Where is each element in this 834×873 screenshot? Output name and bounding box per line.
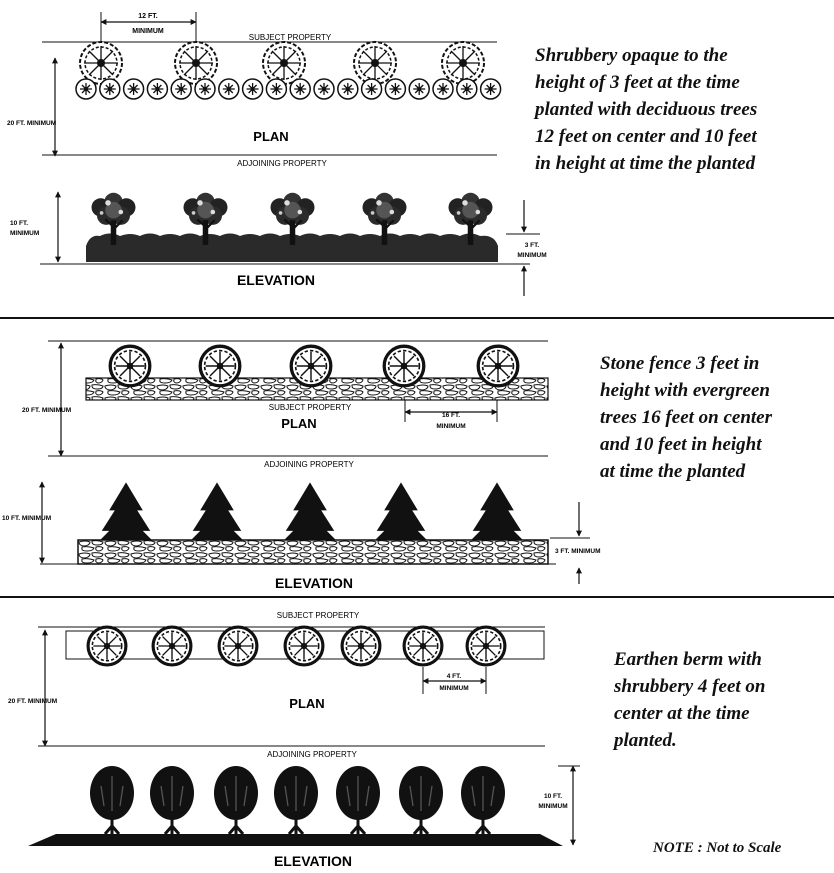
plan-tree-canopy <box>198 344 242 388</box>
plan-shrub <box>75 78 97 100</box>
plan-shrub <box>194 78 216 100</box>
plan-tree-canopy <box>289 344 333 388</box>
plan-shrub-canopy <box>217 625 259 667</box>
adjoining-property-label: ADJOINING PROPERTY <box>267 750 357 759</box>
depth-label: 20 FT. MINIMUM <box>8 698 57 705</box>
panel-2-elevation-view: 10 FT. MINIMUM 3 FT. MINIMUM ELEVATION <box>2 481 601 591</box>
panel-1-elevation-view: 10 FT. MINIMUM 3 FT. MINIMUM ELEVATION <box>10 191 547 296</box>
plan-shrub-canopy <box>86 625 128 667</box>
adjoining-property-label: ADJOINING PROPERTY <box>264 460 354 469</box>
berm-shrub <box>272 766 320 836</box>
plan-tree-row <box>79 41 485 85</box>
subject-property-label: SUBJECT PROPERTY <box>277 611 360 620</box>
evergreen-tree <box>282 482 338 548</box>
tree-height-label-line2: MINIMUM <box>10 230 39 237</box>
plan-shrub <box>313 78 335 100</box>
plan-tree-canopy <box>476 344 520 388</box>
stone-fence <box>77 539 549 565</box>
scale-note: NOTE : Not to Scale <box>653 840 782 856</box>
plan-shrub <box>146 78 169 100</box>
panel-2-description: Stone fence 3 feet in height with evergr… <box>600 353 773 482</box>
plan-tree-canopy <box>262 41 306 85</box>
plan-tree-canopy <box>108 344 152 388</box>
evergreen-tree <box>373 482 429 548</box>
plan-shrub <box>218 78 240 100</box>
earthen-berm <box>28 834 563 846</box>
berm-shrub <box>334 766 382 836</box>
evergreen-tree <box>98 482 154 548</box>
adjoining-property-label: ADJOINING PROPERTY <box>237 159 327 168</box>
plan-shrub <box>265 78 288 100</box>
panel-3: SUBJECT PROPERTY 4 FT. MINIMUM 20 FT. MI… <box>8 611 580 869</box>
elevation-label: ELEVATION <box>274 853 352 869</box>
berm-shrub <box>148 766 196 836</box>
tree-height-label: 10 FT. MINIMUM <box>2 515 51 522</box>
panel-2: SUBJECT PROPERTY 16 FT. MINIMUM 20 FT. M… <box>2 340 601 591</box>
plan-shrub <box>456 78 478 100</box>
plan-label: PLAN <box>253 129 288 144</box>
panel-3-description: Earthen berm with shrubbery 4 feet on ce… <box>614 649 766 751</box>
shrub-height-label-line1: 10 FT. <box>544 793 562 800</box>
panel-3-plan-view: SUBJECT PROPERTY 4 FT. MINIMUM 20 FT. MI… <box>8 611 545 759</box>
plan-shrub <box>360 78 383 100</box>
elevation-label: ELEVATION <box>237 272 315 288</box>
evergreen-tree <box>189 482 245 548</box>
elevation-label: ELEVATION <box>275 575 353 591</box>
plan-label: PLAN <box>289 696 324 711</box>
plan-tree-canopy <box>441 41 485 85</box>
depth-label: 20 FT. MINIMUM <box>22 407 71 414</box>
panel-1-plan-view: SUBJECT PROPERTY 12 FT. MINIMUM 20 FT. M… <box>7 12 502 168</box>
berm-shrub <box>397 766 445 836</box>
plan-tree-canopy <box>382 344 426 388</box>
tree-spacing-label-line1: 12 FT. <box>138 13 158 20</box>
plan-label: PLAN <box>281 416 316 431</box>
plan-shrub-canopy <box>465 625 507 667</box>
plan-shrub-canopy <box>151 625 193 667</box>
shrub-height-label-line2: MINIMUM <box>517 252 546 259</box>
tree-spacing-label-line2: MINIMUM <box>436 423 465 430</box>
plan-shrub <box>289 78 311 100</box>
plan-shrub <box>479 78 502 100</box>
panel-2-plan-view: SUBJECT PROPERTY 16 FT. MINIMUM 20 FT. M… <box>22 340 549 469</box>
panel-3-elevation-view: 10 FT. MINIMUM ELEVATION <box>28 765 580 869</box>
shrub-height-label-line1: 3 FT. <box>525 242 540 249</box>
tree-spacing-label-line2: MINIMUM <box>132 28 164 35</box>
tree-spacing-label-line1: 16 FT. <box>442 412 460 419</box>
shrub-height-label-line2: MINIMUM <box>538 803 567 810</box>
tree-height-label-line1: 10 FT. <box>10 220 28 227</box>
berm-shrub <box>459 766 507 836</box>
plan-shrub <box>408 78 430 100</box>
plan-shrub <box>170 78 192 100</box>
subject-property-label: SUBJECT PROPERTY <box>249 33 332 42</box>
plan-shrub-canopy <box>283 625 325 667</box>
plan-tree-canopy <box>174 41 218 85</box>
berm-shrub <box>212 766 260 836</box>
fence-height-label: 3 FT. MINIMUM <box>555 548 601 555</box>
panel-1-description: Shrubbery opaque to the height of 3 feet… <box>535 45 758 174</box>
shrub-spacing-label-line2: MINIMUM <box>439 685 468 692</box>
subject-property-label: SUBJECT PROPERTY <box>269 403 352 412</box>
plan-shrub <box>241 78 264 100</box>
plan-shrub <box>122 78 145 100</box>
plan-shrub <box>337 78 359 100</box>
shrub-spacing-label-line1: 4 FT. <box>447 673 462 680</box>
plan-shrub-canopy <box>402 625 444 667</box>
plan-shrub <box>99 78 121 100</box>
berm-shrub <box>88 766 136 836</box>
plan-tree-canopy <box>353 41 397 85</box>
depth-label: 20 FT. MINIMUM <box>7 120 56 127</box>
plan-shrub <box>432 78 454 100</box>
plan-tree-canopy <box>79 41 123 85</box>
plan-shrub-canopy <box>340 625 382 667</box>
shrub-mass <box>86 233 498 262</box>
panel-1: SUBJECT PROPERTY 12 FT. MINIMUM 20 FT. M… <box>7 12 547 296</box>
plan-shrub <box>384 78 407 100</box>
evergreen-tree <box>469 482 525 548</box>
